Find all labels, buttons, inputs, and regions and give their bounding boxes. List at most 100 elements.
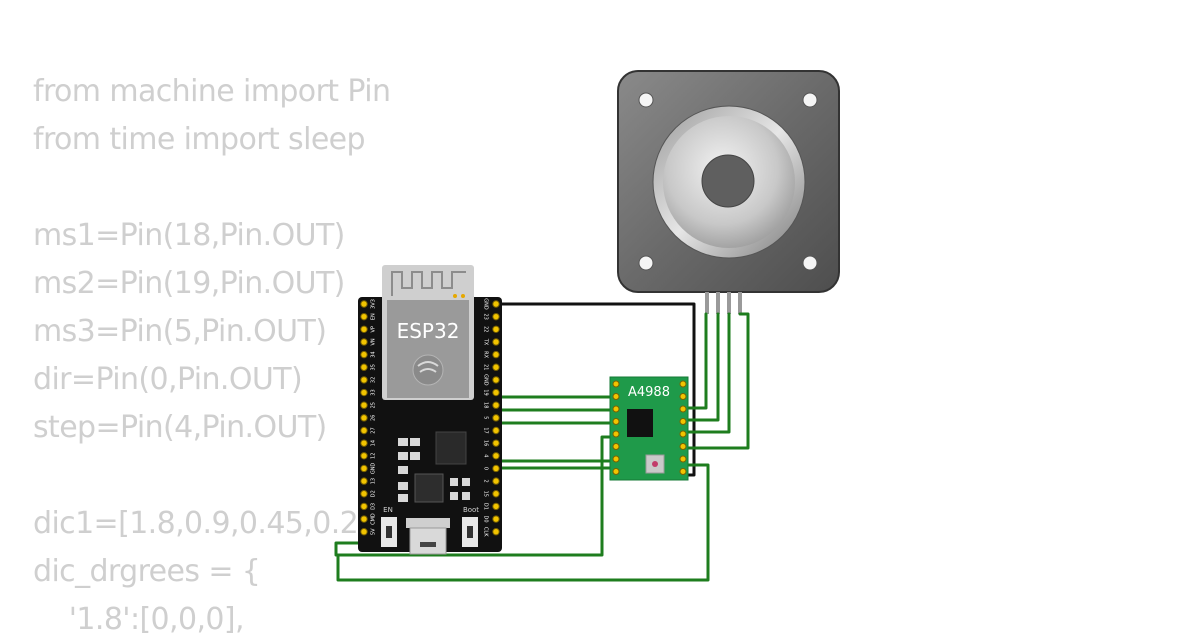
wire-coil-b2 xyxy=(682,312,750,450)
driver-pin[interactable] xyxy=(679,393,687,400)
pin-23[interactable] xyxy=(492,312,500,321)
pin-32[interactable] xyxy=(360,376,368,384)
pin-label: 2 xyxy=(483,480,489,483)
pin-label: D2 xyxy=(371,490,377,497)
pin-13[interactable] xyxy=(360,477,368,485)
pin-26[interactable] xyxy=(360,414,368,422)
pin-27[interactable] xyxy=(360,426,368,435)
pin-label: TX xyxy=(483,338,489,346)
code-line: ms3=Pin(5,Pin.OUT) xyxy=(33,314,327,349)
pin-label: 23 xyxy=(483,313,489,319)
driver-pin[interactable] xyxy=(612,430,620,438)
pin-label: 5V xyxy=(371,528,377,535)
esp32-left-pin-header[interactable]: 3V3ENVPVN343532332526271412GND13D2D3CMD5… xyxy=(360,299,377,536)
pin-21[interactable] xyxy=(492,363,500,371)
stepper-motor[interactable] xyxy=(617,70,840,314)
pin-d1[interactable] xyxy=(492,502,500,511)
circuit-diagram: ESP32 EN Boot 3V3ENVPVN34353233252627141… xyxy=(334,70,840,582)
pin-d2[interactable] xyxy=(360,490,368,498)
wire-gnd xyxy=(494,302,696,477)
pin-17[interactable] xyxy=(492,426,500,435)
pin-label: 27 xyxy=(371,427,377,433)
pin-label: D3 xyxy=(371,503,377,510)
esp32-board[interactable]: ESP32 EN Boot 3V3ENVPVN34353233252627141… xyxy=(358,265,502,555)
pin-label: 13 xyxy=(371,478,377,484)
pin-rx[interactable] xyxy=(492,350,500,359)
pin-3v3[interactable] xyxy=(360,300,368,308)
pin-5v[interactable] xyxy=(360,528,368,536)
pin-34[interactable] xyxy=(360,350,368,359)
pin-12[interactable] xyxy=(360,452,368,460)
pin-15[interactable] xyxy=(492,490,500,498)
a4988-driver[interactable]: A4988 xyxy=(609,376,689,481)
pin-label: 26 xyxy=(371,415,377,421)
wires xyxy=(334,302,750,582)
esp32-title: ESP32 xyxy=(397,319,460,343)
pin-label: 17 xyxy=(483,427,489,433)
pin-gnd[interactable] xyxy=(360,464,368,473)
pin-label: 14 xyxy=(371,440,377,446)
driver-pin[interactable] xyxy=(612,418,620,425)
pin-label: CLK xyxy=(483,527,489,537)
driver-pin[interactable] xyxy=(679,380,687,388)
pin-label: 4 xyxy=(483,454,489,457)
code-line: dic1=[1.8,0.9,0.45,0.22 xyxy=(33,506,377,541)
driver-pin[interactable] xyxy=(679,455,687,463)
pin-label: 33 xyxy=(371,389,377,395)
pin-18[interactable] xyxy=(492,401,500,409)
pin-label: 22 xyxy=(483,326,489,332)
pin-tx[interactable] xyxy=(492,338,500,346)
pin-gnd[interactable] xyxy=(492,376,500,384)
pin-label: 25 xyxy=(371,402,377,408)
pin-label: 18 xyxy=(483,402,489,408)
pin-label: D0 xyxy=(483,516,489,523)
pin-33[interactable] xyxy=(360,388,368,397)
driver-pin[interactable] xyxy=(612,455,620,463)
driver-pin[interactable] xyxy=(679,418,687,425)
code-line: ms2=Pin(19,Pin.OUT) xyxy=(33,266,345,301)
pin-d0[interactable] xyxy=(492,515,500,523)
pin-label: VP xyxy=(371,326,377,332)
pin-19[interactable] xyxy=(492,388,500,397)
pin-25[interactable] xyxy=(360,401,368,409)
pin-vp[interactable] xyxy=(360,325,368,333)
pin-14[interactable] xyxy=(360,439,368,447)
pin-gnd[interactable] xyxy=(492,300,500,308)
pin-label: 35 xyxy=(371,364,377,370)
pin-0[interactable] xyxy=(492,464,500,473)
pin-4[interactable] xyxy=(492,452,500,460)
wire-vmot xyxy=(336,463,710,582)
pin-vn[interactable] xyxy=(360,338,368,346)
pin-label: GND xyxy=(483,298,489,310)
pin-cmd[interactable] xyxy=(360,515,368,523)
pin-en[interactable] xyxy=(360,312,368,321)
driver-pin[interactable] xyxy=(679,443,687,450)
pin-label: D1 xyxy=(483,503,489,510)
pin-35[interactable] xyxy=(360,363,368,371)
pin-label: 12 xyxy=(371,453,377,459)
driver-right-pins[interactable] xyxy=(679,380,687,475)
driver-pin[interactable] xyxy=(612,380,620,388)
pin-2[interactable] xyxy=(492,477,500,485)
pin-label: 19 xyxy=(483,389,489,395)
code-line: ms1=Pin(18,Pin.OUT) xyxy=(33,218,345,253)
driver-pin[interactable] xyxy=(679,468,687,475)
code-line: from machine import Pin xyxy=(33,74,391,109)
pin-22[interactable] xyxy=(492,325,500,333)
driver-pin[interactable] xyxy=(679,430,687,438)
pin-label: 16 xyxy=(483,440,489,446)
pin-clk[interactable] xyxy=(492,528,500,536)
pin-16[interactable] xyxy=(492,439,500,447)
code-line: dic_drgrees = { xyxy=(33,554,261,589)
pin-d3[interactable] xyxy=(360,502,368,511)
driver-pin[interactable] xyxy=(612,443,620,450)
driver-pin[interactable] xyxy=(612,468,620,475)
pin-label: RX xyxy=(483,351,489,358)
pin-label: 3V3 xyxy=(371,299,377,309)
driver-pin[interactable] xyxy=(612,405,620,413)
driver-pin[interactable] xyxy=(679,405,687,413)
driver-left-pins[interactable] xyxy=(612,380,620,475)
pin-5[interactable] xyxy=(492,414,500,422)
driver-pin[interactable] xyxy=(612,393,620,400)
